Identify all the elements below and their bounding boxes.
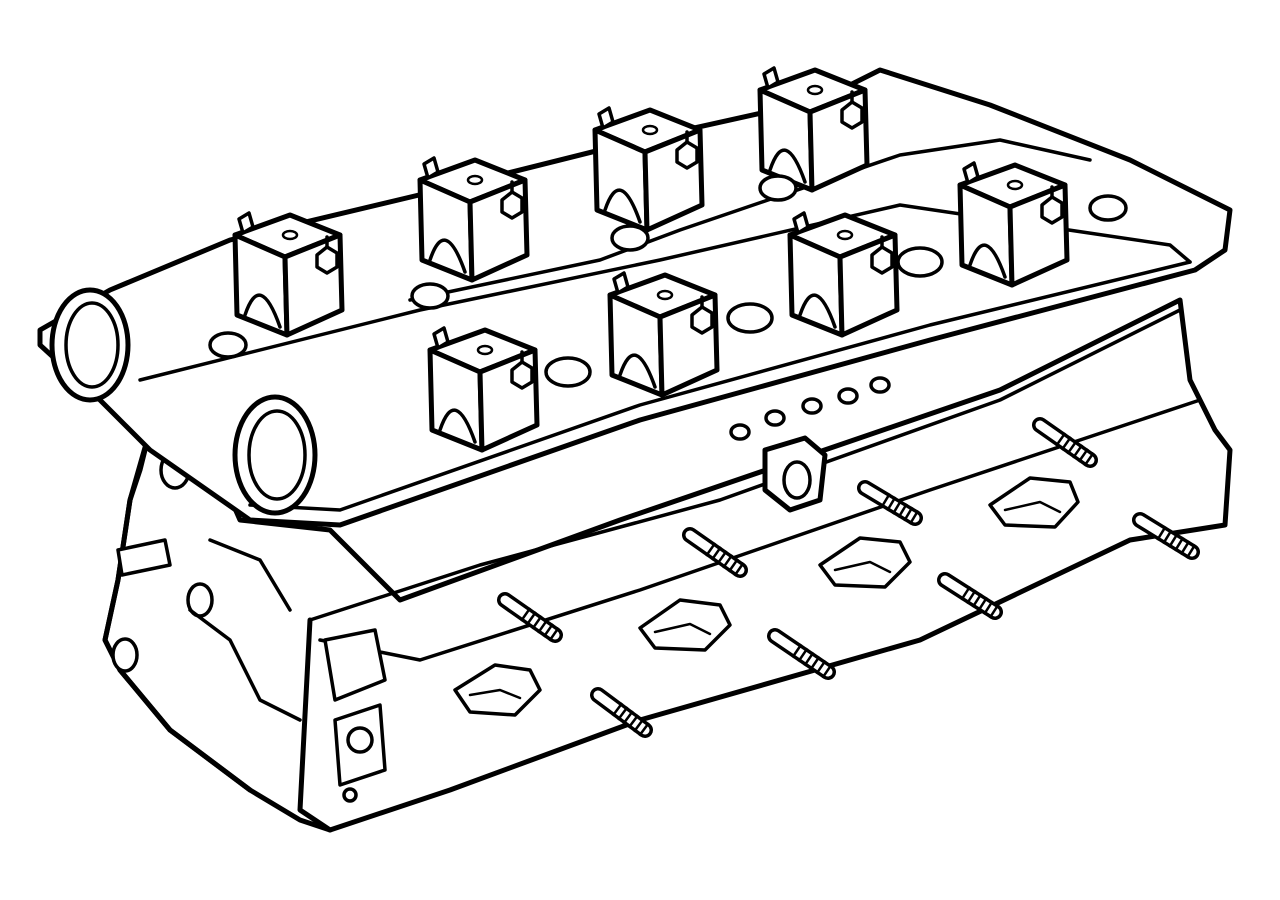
exhaust-stud (590, 687, 653, 738)
passage-plug (342, 787, 358, 803)
exhaust-stud (497, 592, 563, 643)
exhaust-stud (1032, 417, 1098, 468)
camshaft-seals (49, 287, 318, 516)
left-end-face (102, 427, 253, 793)
plug-hole-3 (610, 224, 650, 252)
bearing-cap (592, 106, 705, 233)
dowel-row (729, 376, 891, 441)
sensor-boss (729, 376, 891, 513)
camshaft-bearing-caps (232, 66, 1070, 453)
bearing-cap (427, 326, 540, 453)
exhaust-port-2-inner (653, 622, 712, 636)
front-face-top-edge (308, 308, 1182, 622)
exhaust-stud (682, 527, 748, 578)
oil-gallery-1 (544, 356, 592, 388)
exhaust-studs (497, 417, 1200, 738)
plug-hole-4 (758, 174, 798, 202)
spark-plug-holes (208, 174, 1128, 388)
water-passage-2 (333, 703, 387, 787)
bearing-cap (787, 211, 900, 338)
bearing-cap (232, 211, 345, 338)
front-corner-edge (297, 617, 333, 833)
rear-camshaft-seal-inner (64, 301, 120, 389)
exhaust-stud (1132, 512, 1200, 560)
exhaust-ports (453, 476, 1080, 717)
bearing-cap (957, 161, 1070, 288)
oil-gallery-3 (896, 246, 944, 278)
exhaust-stud (857, 480, 923, 526)
plug-hole-5 (1088, 194, 1128, 222)
bearing-cap (757, 66, 870, 193)
front-face-lower-edge (318, 398, 1202, 662)
exhaust-port-3-inner (833, 560, 892, 574)
front-camshaft-seal (232, 394, 318, 516)
exhaust-port-1-inner (468, 688, 522, 700)
passage-bolt (346, 726, 374, 754)
bearing-cap (417, 156, 530, 283)
side-plug (111, 637, 139, 673)
bearing-cap (607, 271, 720, 398)
carrier-front-rail (248, 260, 1192, 512)
front-camshaft-seal-inner (247, 409, 307, 501)
exhaust-stud (767, 628, 836, 680)
exhaust-stud (937, 572, 1003, 620)
end-face-rib (188, 608, 302, 722)
coolant-pipe (116, 538, 172, 577)
oil-gallery-2 (726, 302, 774, 334)
plug-hole-2 (410, 282, 450, 310)
carrier-inner-rail (138, 203, 1192, 382)
water-passage-1 (323, 628, 387, 702)
plug-hole-1 (208, 331, 248, 359)
sensor-port (782, 460, 812, 500)
end-face-rib-2 (208, 538, 292, 612)
exhaust-port-4-inner (1003, 500, 1062, 514)
